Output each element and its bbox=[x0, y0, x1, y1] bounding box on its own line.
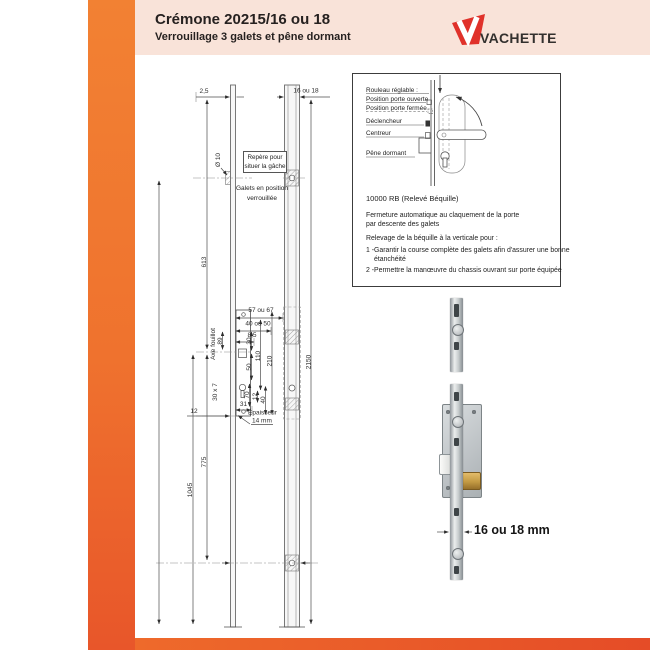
dim-thickness: 2,5 bbox=[199, 88, 208, 95]
galets-note-line1: Galets en position bbox=[235, 185, 289, 192]
dim-section: 30 x 7 bbox=[212, 383, 219, 401]
inset-callout-box: Rouleau réglable : Position porte ouvert… bbox=[352, 73, 570, 287]
dim-775: 775 bbox=[201, 456, 208, 467]
inset-drawing bbox=[366, 75, 487, 186]
benefits-heading: Relevage de la béquille à la verticale p… bbox=[366, 235, 498, 242]
callout-pene-dormant: Pêne dormant bbox=[366, 150, 407, 157]
repere-note-line1: Repère pour bbox=[247, 154, 283, 161]
vachette-logo-icon bbox=[452, 14, 485, 47]
photo-roller-mid bbox=[451, 416, 464, 428]
dim-31: 31 bbox=[240, 401, 248, 408]
dim-40-50: 40 ou 50 bbox=[245, 321, 271, 328]
dim-8-5: 8,5 bbox=[247, 332, 256, 339]
callout-rouleau: Rouleau réglable : bbox=[366, 86, 418, 94]
header-band bbox=[135, 0, 650, 55]
page-subtitle: Verrouillage 3 galets et pêne dormant bbox=[155, 31, 351, 43]
dimension-lines bbox=[157, 95, 330, 625]
callout-porte-fermee: Position porte fermée bbox=[366, 104, 427, 112]
model-label: 10000 RB (Relevé Béquille) bbox=[366, 194, 459, 203]
dim-30: 30 bbox=[246, 337, 253, 345]
sidebar-accent-bar bbox=[88, 0, 135, 650]
repere-note-line2: situer la gâche bbox=[244, 163, 286, 171]
photo-slot bbox=[454, 438, 459, 446]
dim-110: 110 bbox=[255, 350, 262, 361]
dim-axe-fouillot: Axe fouillot bbox=[210, 328, 217, 360]
dim-galet-dia: Ø 10 bbox=[215, 153, 222, 167]
lock-case-front-view bbox=[225, 171, 251, 417]
galets-note: Galets en position verrouillée bbox=[231, 184, 293, 204]
reference-lines bbox=[156, 92, 318, 565]
dim-width: 16 ou 18 bbox=[293, 88, 319, 95]
dim-89: 89 bbox=[217, 337, 224, 345]
rivet bbox=[446, 410, 450, 414]
description-line1: Fermeture automatique au claquement de l… bbox=[366, 212, 520, 219]
repere-note: Repère pour situer la gâche bbox=[243, 151, 287, 174]
callout-centreur: Centreur bbox=[366, 130, 391, 137]
faceplate-edge-view bbox=[224, 84, 242, 628]
photo-roller-top bbox=[451, 324, 464, 336]
vachette-logo-text: VACHETTE bbox=[480, 30, 557, 46]
page-title: Crémone 20215/16 ou 18 bbox=[155, 11, 331, 28]
dim-210: 210 bbox=[267, 355, 274, 366]
product-photo bbox=[436, 298, 546, 603]
galets-note-line2: verrouillée bbox=[247, 194, 277, 202]
dim-1045: 1045 bbox=[187, 482, 194, 497]
benefit-2: 2 -Permettre la manœuvre du chassis ouvr… bbox=[366, 267, 562, 274]
footer-accent-bar bbox=[135, 638, 650, 650]
dim-12-left: 12 bbox=[190, 408, 198, 415]
benefit-1-line2: étanchéité bbox=[374, 255, 406, 263]
vachette-logo: VACHETTE bbox=[450, 12, 565, 50]
dim-12-case: 12 bbox=[252, 393, 259, 401]
dim-2150: 2150 bbox=[306, 354, 313, 369]
rivet bbox=[446, 486, 450, 490]
callout-porte-ouverte: Position porte ouverte bbox=[366, 95, 429, 103]
photo-slot bbox=[454, 508, 459, 516]
dim-613: 613 bbox=[201, 256, 208, 267]
dim-epaisseur-value: 14 mm bbox=[252, 418, 272, 425]
photo-slot bbox=[454, 304, 459, 317]
photo-roller-bottom bbox=[451, 548, 464, 560]
dim-50: 50 bbox=[246, 363, 253, 371]
benefit-1-line1: 1 -Garantir la course complète des galet… bbox=[366, 246, 570, 254]
photo-slot bbox=[454, 566, 459, 574]
dim-57-67: 57 ou 67 bbox=[248, 307, 274, 314]
callout-declencheur: Déclencheur bbox=[366, 118, 402, 125]
dim-40: 40 bbox=[260, 396, 267, 404]
photo-slot bbox=[454, 392, 459, 401]
photo-slot bbox=[454, 342, 459, 350]
description-line2: par descente des galets bbox=[366, 221, 440, 228]
photo-faceplate-main bbox=[450, 384, 463, 580]
dim-epaisseur-label: Épaisseur bbox=[248, 408, 278, 417]
photo-width-label: 16 ou 18 mm bbox=[474, 523, 550, 537]
dim-70: 70 bbox=[244, 391, 251, 399]
rivet bbox=[472, 410, 476, 414]
